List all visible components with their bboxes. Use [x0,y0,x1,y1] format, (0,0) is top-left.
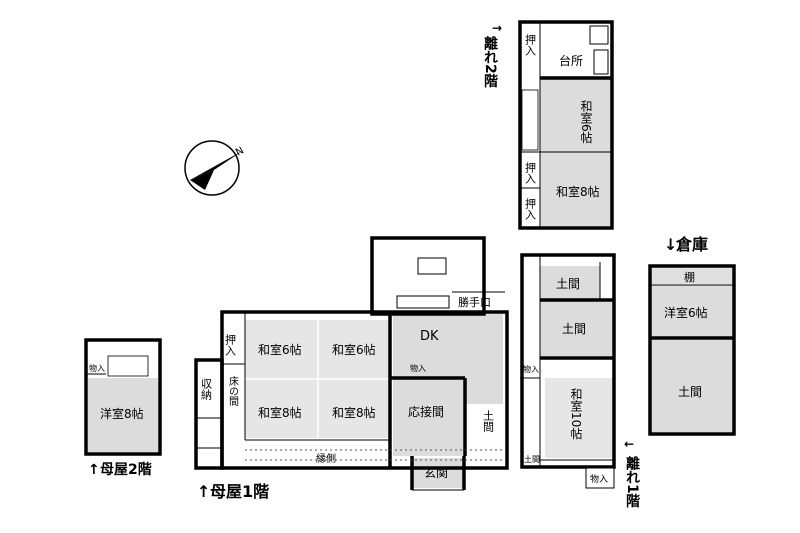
room-tana: 棚 [684,270,695,284]
room-oshiire: 押入 [224,333,237,356]
room-oshiire: 押入 [524,33,537,56]
label-moya-2f-arrow: ↑ [88,462,100,478]
room-dk: DK [420,329,439,344]
moya-2f-plan [84,338,162,456]
label-soko-arrow: ↓ [664,235,677,254]
label-hanare-1f-arrow: ← [624,437,634,451]
label-hanare-2f: 離れ2階 [482,35,498,89]
room-doma: 土間 [556,277,580,291]
room-motsuire: 物入 [410,363,426,373]
compass-icon: N [184,140,246,196]
label-moya-2f: 母屋2階 [100,461,152,478]
room-oshiire: 押入 [524,197,537,220]
room-motsuire: 物入 [89,363,105,373]
room-engawa: 縁側 [316,452,336,465]
room-washitsu6: 和室6帖 [258,342,302,357]
label-hanare-2f-arrow: → [492,21,502,35]
room-yoshitsu6: 洋室6帖 [664,305,708,320]
room-yoshitsu8: 洋室8帖 [100,406,144,421]
room-shuno: 収納 [200,378,213,401]
room-doma: 土間 [524,454,540,464]
room-doma: 土間 [562,322,586,336]
room-tokonoma: 床の間 [227,375,239,407]
label-soko: 倉庫 [675,235,708,254]
room-oshiire: 押入 [524,161,537,184]
room-washitsu6: 和室6帖 [579,100,593,144]
room-oosetsuma: 応接間 [408,404,444,419]
moya-1f-plan [194,236,509,491]
room-washitsu10: 和室10帖 [569,388,583,440]
room-washitsu8: 和室8帖 [556,184,600,199]
room-doma: 土間 [482,410,495,433]
room-doma: 土間 [678,385,702,399]
room-washitsu8: 和室8帖 [258,405,302,420]
room-motsuire: 物入 [590,473,608,485]
hanare-1f-plan [520,253,616,489]
room-washitsu6: 和室6帖 [332,342,376,357]
room-genkan: 玄関 [424,465,448,480]
hanare-2f-plan [518,20,614,230]
svg-text:N: N [234,145,246,158]
grid-lines [245,449,505,461]
room-katteguchi: 勝手口 [458,295,491,309]
label-hanare-1f: 離れ1階 [624,455,640,509]
room-daidokoro: 台所 [559,53,583,68]
label-moya-1f: 母屋1階 [210,482,269,501]
room-motsuire: 物入 [523,364,539,374]
room-washitsu8: 和室8帖 [332,405,376,420]
label-moya-1f-arrow: ↑ [197,482,210,501]
soko-plan [648,264,736,436]
